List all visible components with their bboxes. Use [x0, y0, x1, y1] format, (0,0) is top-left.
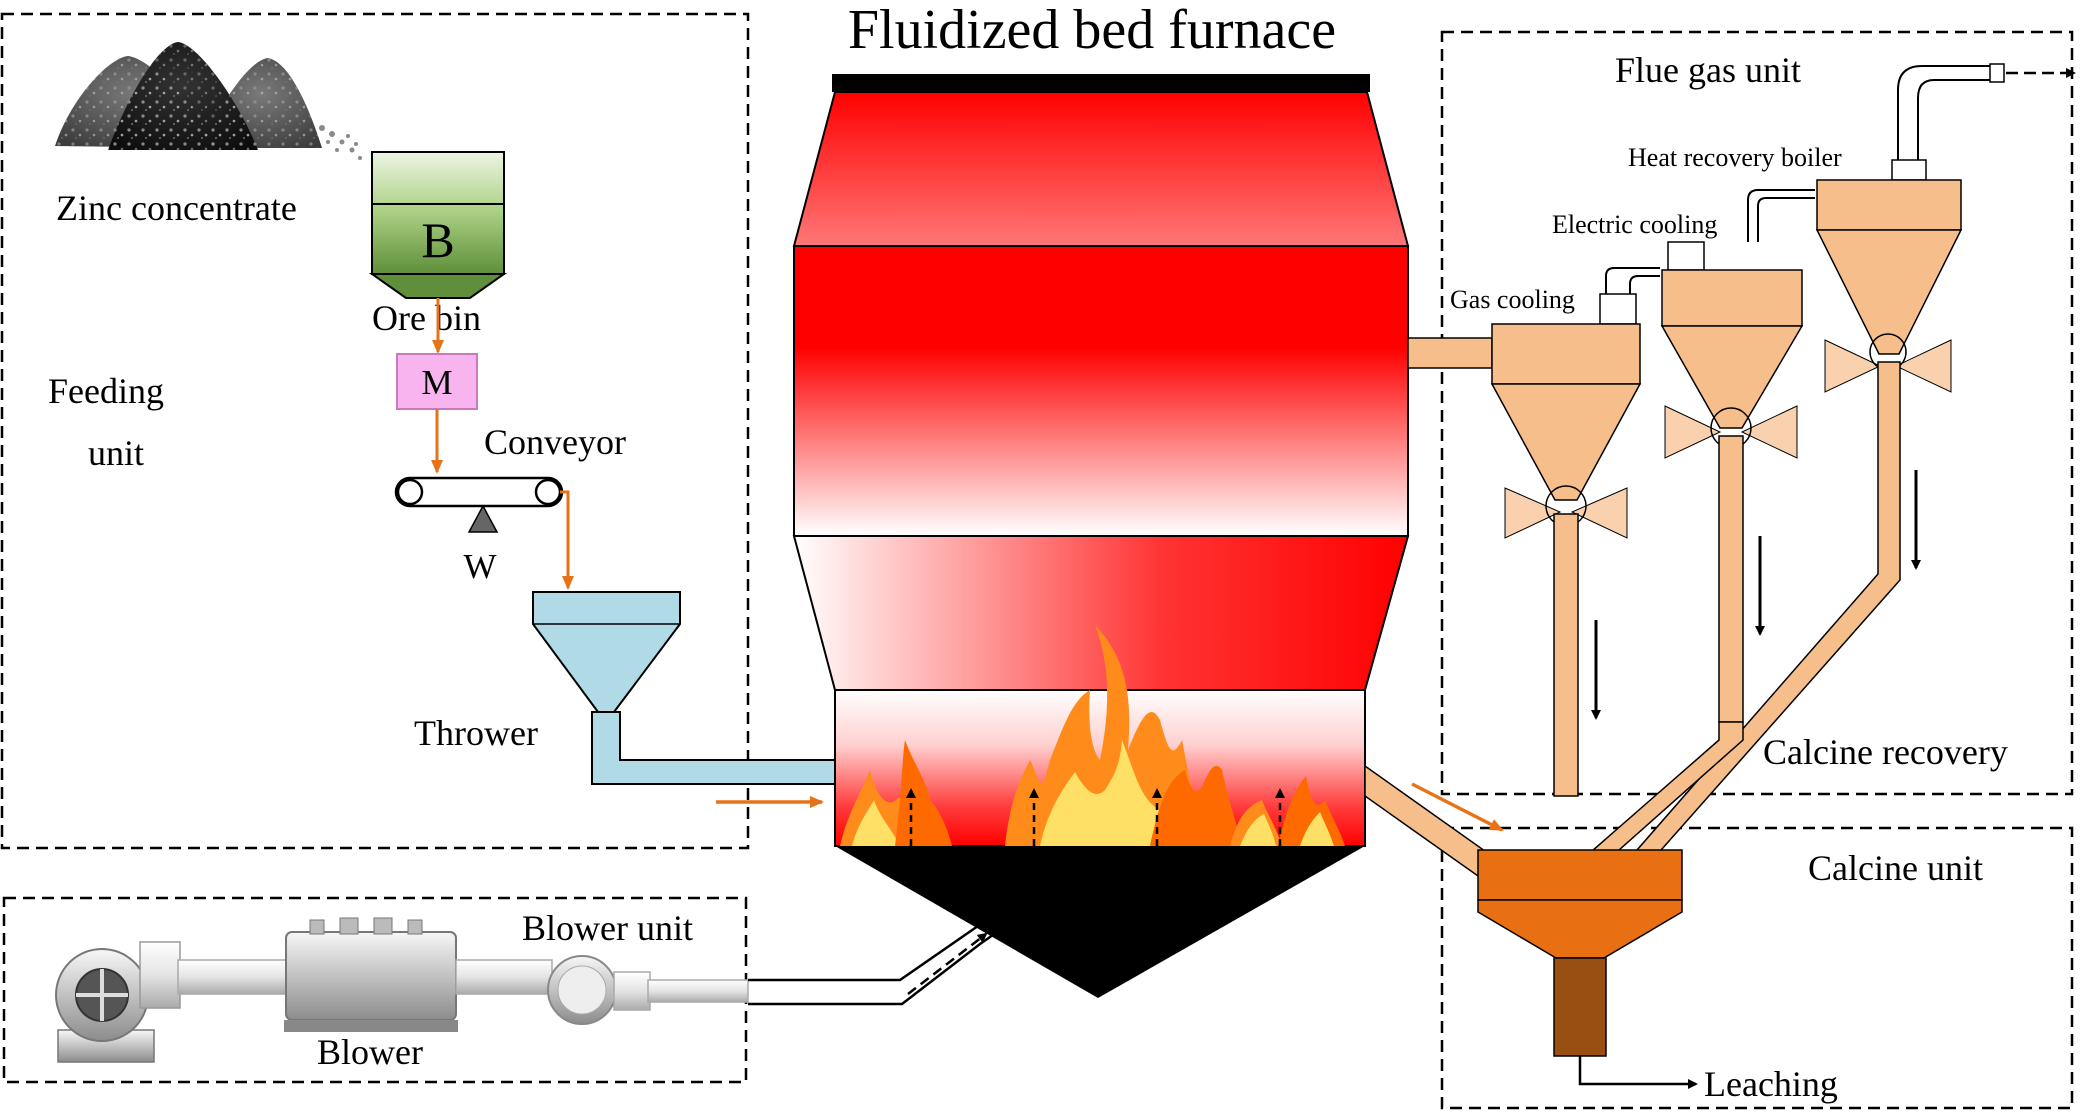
- conveyor-belt: [394, 476, 564, 508]
- weigher-label: W: [463, 547, 496, 586]
- ore-bin-symbol: B: [421, 212, 454, 268]
- fluidized-bed-furnace: [792, 74, 1410, 998]
- flue-duct: [1407, 337, 1493, 369]
- furnace-upper-dome: [792, 91, 1410, 247]
- blower-fan: [55, 941, 181, 1063]
- thrower: [532, 591, 836, 785]
- zinc-concentrate-pile: [55, 42, 362, 160]
- zinc-concentrate-label: Zinc concentrate: [56, 188, 297, 228]
- pipe-boiler-exhaust: [1897, 65, 1990, 160]
- feeding-unit-box: [0, 12, 750, 850]
- cyclone-electric-cooling: [1660, 241, 1804, 723]
- conveyor-label: Conveyor: [484, 422, 626, 462]
- cyclone-gas-cooling: [1490, 293, 1642, 797]
- flow-conveyor-to-thrower: [560, 490, 574, 590]
- furnace-main-chamber: [793, 245, 1409, 537]
- heat-recovery-boiler-label: Heat recovery boiler: [1628, 143, 1842, 172]
- blower-unit-label: Blower unit: [522, 908, 693, 948]
- furnace-overflow-pipe: [1364, 764, 1494, 878]
- furnace-top-lid: [832, 74, 1370, 92]
- calcine-unit-label: Calcine unit: [1808, 848, 1983, 888]
- blower-label: Blower: [317, 1032, 423, 1072]
- feeding-unit-label-line1: Feeding: [48, 371, 164, 411]
- calcine-unit-box: [1440, 826, 2074, 1110]
- cyclone-heat-recovery-boiler: [1815, 159, 1963, 393]
- furnace-taper-section: [792, 535, 1410, 691]
- flue-gas-unit-label: Flue gas unit: [1615, 50, 1801, 90]
- furnace-title: Fluidized bed furnace: [848, 0, 1336, 61]
- ore-bin-label: Ore bin: [372, 298, 481, 338]
- furnace-bottom-cone: [835, 846, 1365, 998]
- feeding-unit-label-line2: unit: [88, 433, 144, 473]
- blower-pipe-3: [647, 979, 749, 1003]
- electric-cooling-label: Electric cooling: [1552, 210, 1717, 239]
- gas-cooling-label: Gas cooling: [1450, 285, 1575, 314]
- air-duct: [748, 924, 1002, 1006]
- flow-overflow-arrow: [1411, 782, 1504, 832]
- exhaust-outlet: [1989, 63, 2005, 83]
- blower-pipe-1: [177, 959, 289, 995]
- pipe-cyclone1-to-cyclone2: [1605, 267, 1660, 294]
- ore-bin: [368, 151, 508, 299]
- blower-unit-box: [2, 896, 748, 1084]
- calcine-recovery-label: Calcine recovery: [1763, 732, 2008, 772]
- weigher-symbol-triangle: [467, 504, 499, 533]
- leaching-arrow: [1578, 1056, 1698, 1089]
- blower-pipe-2: [455, 959, 553, 995]
- blower-motor: [284, 917, 458, 1032]
- leaching-label: Leaching: [1704, 1064, 1838, 1104]
- motor-symbol: M: [421, 363, 452, 402]
- flue-gas-unit-box: [1440, 30, 2074, 796]
- motor-box: [396, 353, 478, 410]
- thrower-label: Thrower: [414, 713, 538, 753]
- calcine-hopper: [1477, 849, 1683, 1057]
- blower-valve: [547, 955, 651, 1025]
- pipe-cyclone2-to-cyclone3: [1747, 189, 1815, 242]
